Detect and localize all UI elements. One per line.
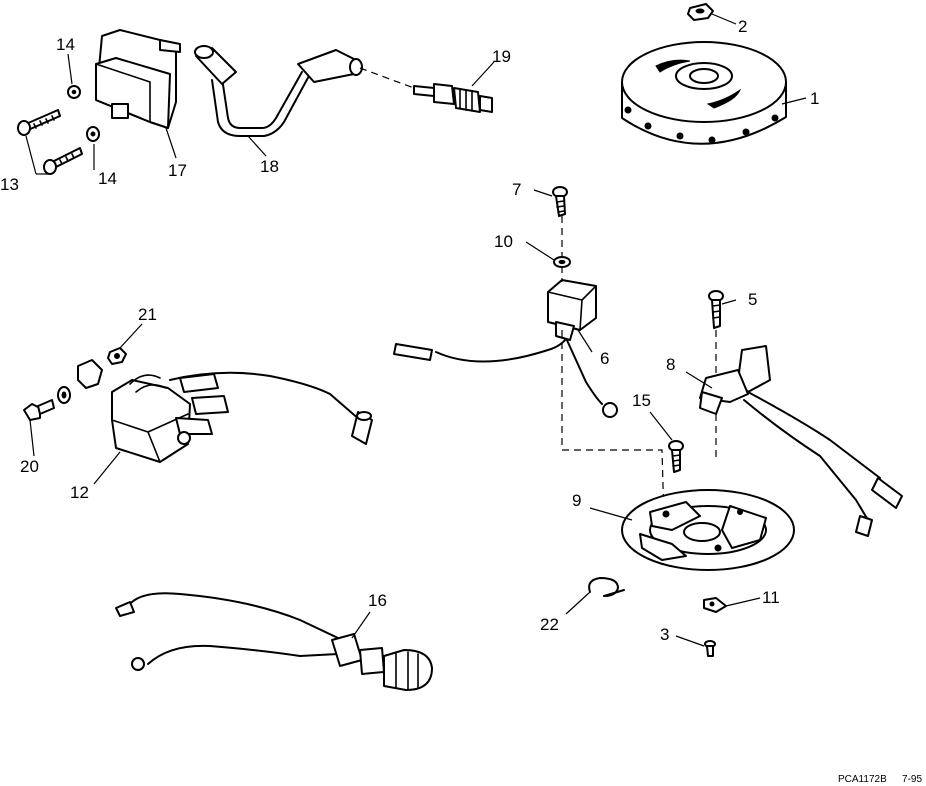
coil-screw-upper [17, 109, 61, 136]
wiring-harness [115, 592, 433, 691]
callout-3: 3 [660, 625, 669, 644]
timer-sensor [699, 345, 903, 537]
charge-coil [393, 279, 618, 418]
washer-top [67, 85, 81, 99]
power-pack [77, 359, 373, 463]
pack-nut [107, 347, 127, 365]
callout-13: 13 [0, 175, 19, 194]
callout-10: 10 [494, 232, 513, 251]
washer-lower [86, 126, 100, 142]
callout-16: 16 [368, 591, 387, 610]
spark-plug-lead [194, 45, 363, 137]
callout-19: 19 [492, 47, 511, 66]
callout-8: 8 [666, 355, 675, 374]
wire-clamp [703, 597, 727, 613]
leader-lines [25, 13, 807, 647]
armature-screw [668, 440, 684, 473]
callout-18: 18 [260, 157, 279, 176]
pack-washer [553, 256, 571, 268]
figure-code: PCA1172B [838, 774, 887, 785]
coil-screw-lower [43, 147, 83, 175]
figure-date: 7-95 [902, 774, 922, 785]
callout-6: 6 [600, 349, 609, 368]
spark-plug [413, 83, 493, 113]
armature-plate [621, 489, 795, 571]
callout-5: 5 [748, 290, 757, 309]
flywheel-nut [687, 3, 714, 21]
ignition-coil [95, 29, 181, 129]
flywheel [621, 41, 787, 145]
callout-14-lower: 14 [98, 169, 117, 188]
callout-7: 7 [512, 180, 521, 199]
callout-12: 12 [70, 483, 89, 502]
pack-screw [552, 186, 568, 217]
callout-20: 20 [20, 457, 39, 476]
callout-9: 9 [572, 491, 581, 510]
retaining-clip [588, 577, 625, 597]
callout-11: 11 [762, 588, 780, 607]
callout-14-top: 14 [56, 35, 75, 54]
callout-1: 1 [810, 89, 819, 108]
callout-17: 17 [168, 161, 187, 180]
callout-21: 21 [138, 305, 157, 324]
callout-15: 15 [632, 391, 651, 410]
pack-screw-left [23, 386, 71, 421]
small-screw [704, 640, 716, 657]
sensor-screw [708, 290, 724, 329]
callout-2: 2 [738, 17, 747, 36]
callout-22: 22 [540, 615, 559, 634]
